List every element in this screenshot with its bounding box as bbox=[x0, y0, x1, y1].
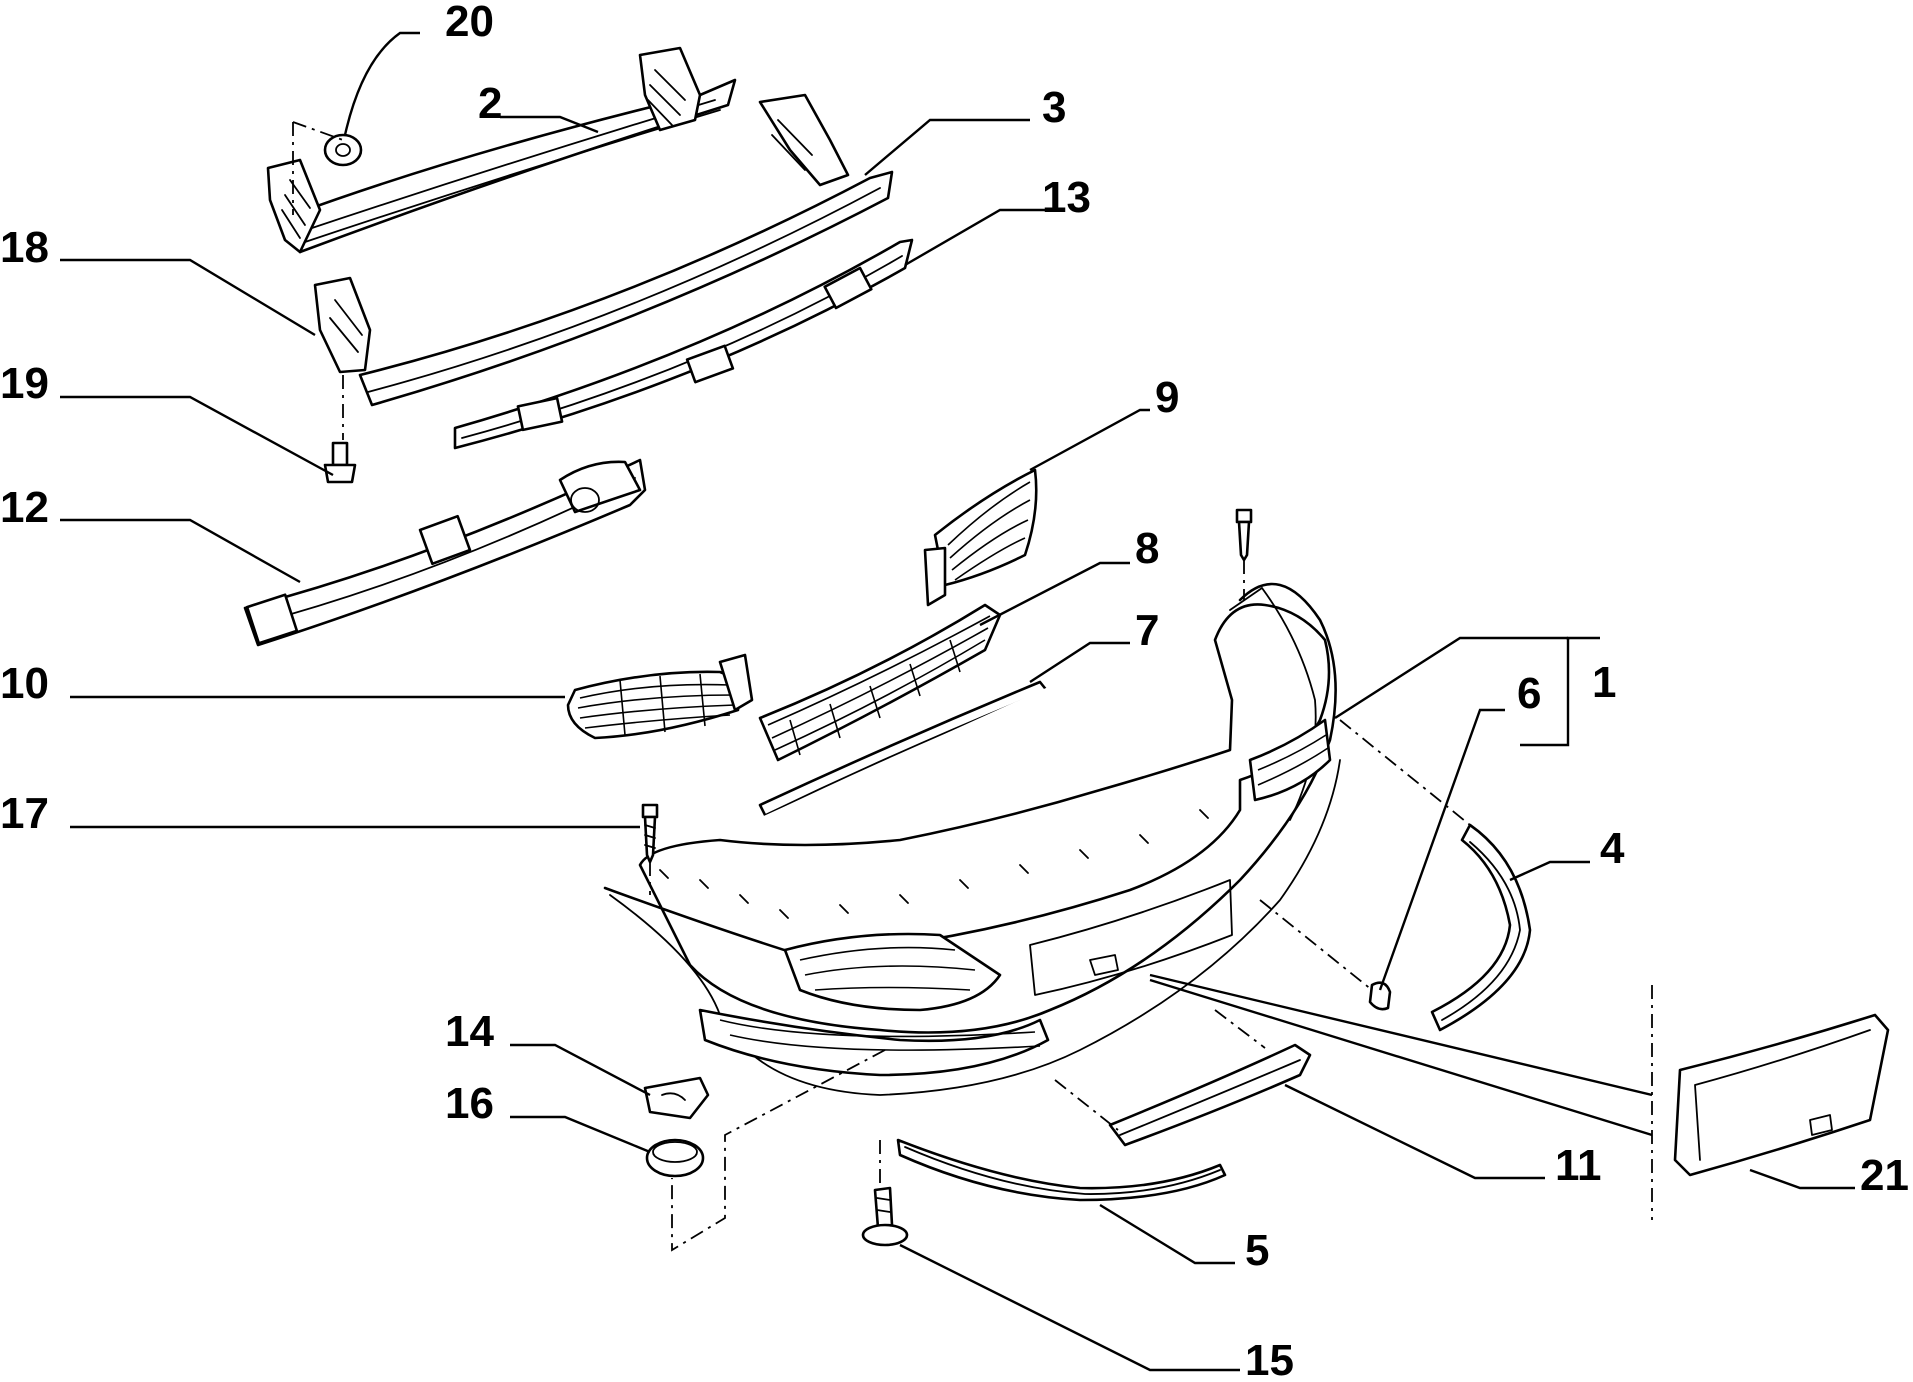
callout-4: 4 bbox=[1600, 824, 1625, 873]
part-19-bolt bbox=[323, 441, 357, 484]
callout-19: 19 bbox=[0, 359, 49, 408]
part-13-absorber bbox=[453, 238, 914, 450]
callout-13: 13 bbox=[1042, 173, 1091, 222]
part-15-push-clip bbox=[861, 1186, 909, 1247]
part-20-washer bbox=[323, 133, 363, 167]
part-5-spoiler-trim bbox=[896, 1138, 1227, 1202]
callout-15: 15 bbox=[1245, 1336, 1294, 1382]
callout-6: 6 bbox=[1517, 669, 1541, 718]
part-6-clip bbox=[1368, 981, 1392, 1011]
callout-16: 16 bbox=[445, 1079, 494, 1128]
callout-3: 3 bbox=[1042, 83, 1066, 132]
part-21-corner-bracket bbox=[1673, 1013, 1890, 1177]
part-2-upper-beam bbox=[266, 46, 737, 254]
callout-5: 5 bbox=[1245, 1226, 1269, 1275]
callout-17: 17 bbox=[0, 789, 49, 838]
callout-10: 10 bbox=[0, 659, 49, 708]
part-8-center-grille bbox=[758, 603, 1002, 762]
part-16-cap bbox=[645, 1138, 705, 1178]
assembly-guide-lines bbox=[292, 121, 1653, 1252]
part-17-screw bbox=[641, 803, 659, 864]
callout-2: 2 bbox=[478, 79, 502, 128]
screw-top-right bbox=[1235, 508, 1253, 562]
callout-7: 7 bbox=[1135, 606, 1159, 655]
callout-11: 11 bbox=[1555, 1141, 1602, 1190]
part-4-side-strip bbox=[1430, 823, 1532, 1032]
callout-18: 18 bbox=[0, 223, 49, 272]
part-9-grille bbox=[923, 468, 1038, 607]
callout-1: 1 bbox=[1592, 658, 1616, 707]
part-3-lower-beam bbox=[313, 93, 894, 407]
part-10-side-grille bbox=[566, 653, 754, 740]
callout-21: 21 bbox=[1860, 1151, 1909, 1200]
part-14-plate-clip bbox=[643, 1076, 710, 1120]
callout-14: 14 bbox=[445, 1007, 494, 1056]
part-1-bumper-cover bbox=[603, 582, 1341, 1096]
callout-8: 8 bbox=[1135, 524, 1159, 573]
callout-12: 12 bbox=[0, 483, 49, 532]
part-12-mount-bar bbox=[243, 458, 647, 647]
leader-lines bbox=[60, 31, 1855, 1372]
part-11-lower-trim bbox=[1108, 1043, 1312, 1147]
callout-9: 9 bbox=[1155, 373, 1179, 422]
callout-20: 20 bbox=[445, 0, 494, 46]
